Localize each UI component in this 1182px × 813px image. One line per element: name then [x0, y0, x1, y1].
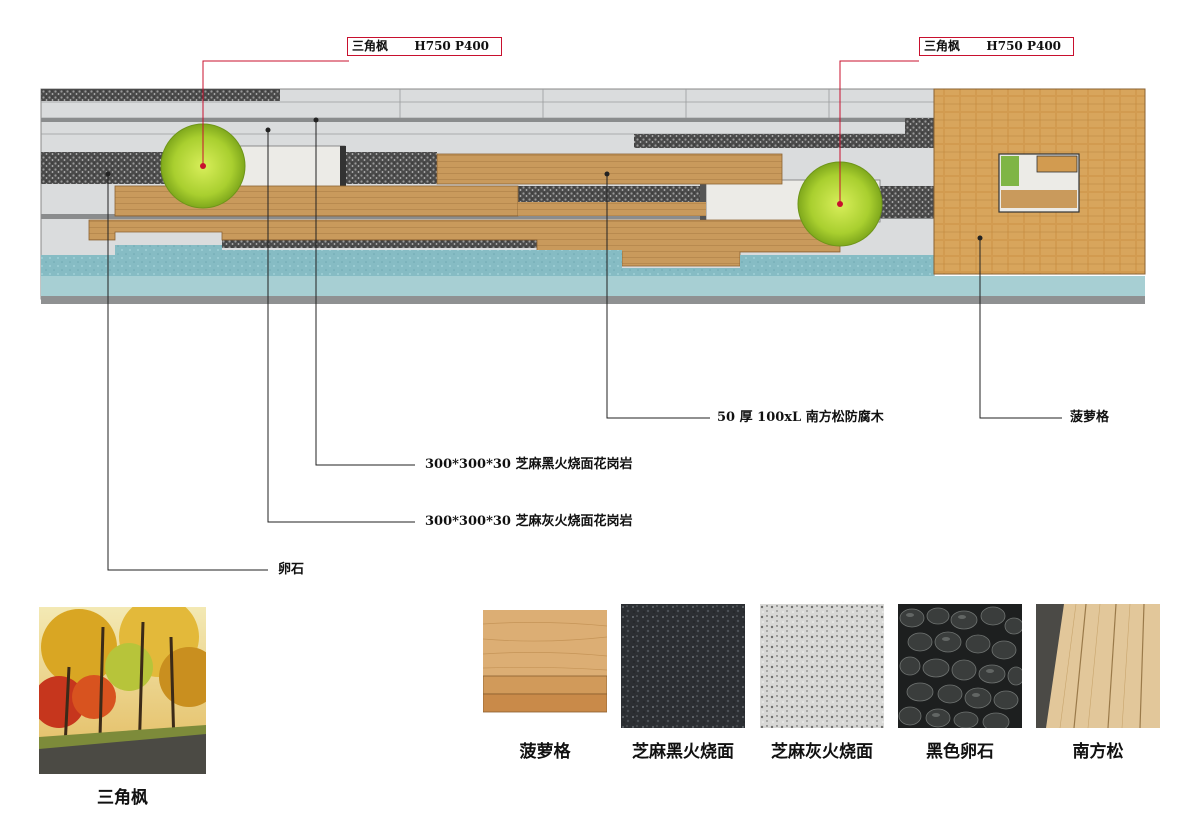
- material-caption-pineapple: 菠萝格: [519, 742, 571, 762]
- tree-tag-right: 三角枫 H750 P400: [919, 37, 1074, 56]
- black-pebble-swatch: [898, 604, 1022, 728]
- tree-tag-left-name: 三角枫: [352, 39, 389, 53]
- callout-pineapple: 菠萝格: [1070, 410, 1110, 425]
- callout-grey-granite: 300*300*30 芝麻灰火烧面花岗岩: [425, 514, 633, 529]
- southern-pine-swatch: [1036, 604, 1160, 728]
- material-caption-black-granite: 芝麻黑火烧面: [632, 742, 734, 762]
- callout-pebble: 卵石: [278, 562, 305, 577]
- material-caption-black-pebble: 黑色卵石: [926, 742, 994, 762]
- tree-tag-left: 三角枫 H750 P400: [347, 37, 502, 56]
- black-granite-swatch: [621, 604, 745, 728]
- tree-photo-caption: 三角枫: [97, 788, 148, 808]
- tree-tag-right-spec: H750 P400: [986, 39, 1062, 53]
- grey-granite-swatch: [760, 604, 884, 728]
- pineapple-wood-swatch: [483, 604, 607, 718]
- material-caption-southern-pine: 南方松: [1072, 742, 1124, 762]
- callout-black-granite: 300*300*30 芝麻黑火烧面花岗岩: [425, 457, 633, 472]
- tree-photo: [39, 607, 206, 774]
- material-caption-grey-granite: 芝麻灰火烧面: [771, 742, 873, 762]
- callout-wood: 50 厚 100xL 南方松防腐木: [717, 410, 884, 425]
- tree-tag-right-name: 三角枫: [924, 39, 961, 53]
- tree-tag-left-spec: H750 P400: [414, 39, 490, 53]
